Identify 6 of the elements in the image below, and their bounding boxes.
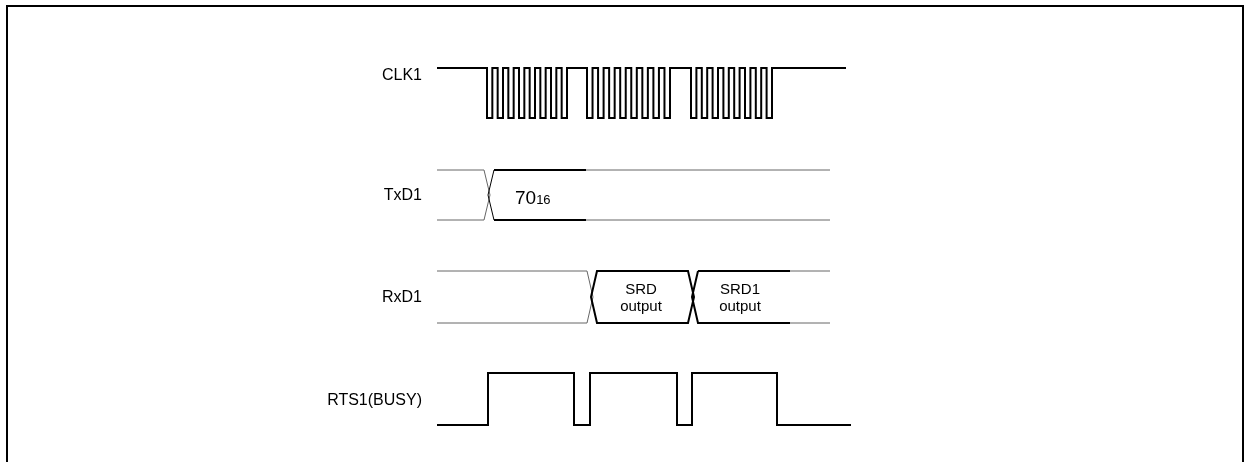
signal-name: TxD1	[383, 186, 422, 204]
data-value: SRD output	[619, 280, 663, 314]
signal-name: RTS1(BUSY)	[327, 391, 422, 409]
signal-name: RxD1	[382, 288, 422, 306]
signal-name: CLK1	[381, 66, 422, 84]
data-value: SRD1 output	[718, 280, 762, 314]
